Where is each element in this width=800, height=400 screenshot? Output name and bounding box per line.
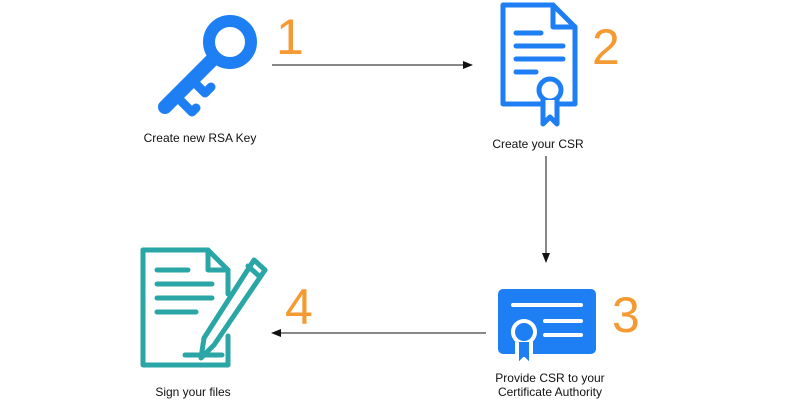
sign-document-icon [140,247,268,368]
certificate-card-icon [498,289,596,368]
step-number-1: 1 [276,9,304,65]
step-label-1: Create new RSA Key [143,131,257,145]
key-icon [158,15,257,117]
step-label-3-line-2: Certificate Authority [497,385,603,399]
step-label-4: Sign your files [155,385,231,399]
step-number-4: 4 [285,279,313,335]
step-label-2: Create your CSR [492,137,584,151]
step-number-2: 2 [592,19,620,75]
step-label-3-line-1: Provide CSR to your [495,371,605,385]
certificate-document-icon [500,2,578,127]
step-number-3: 3 [612,287,640,343]
